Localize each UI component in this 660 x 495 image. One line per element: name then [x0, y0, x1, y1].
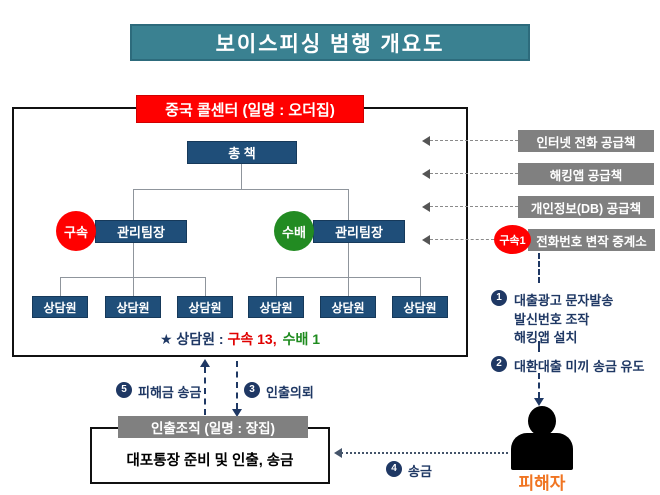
connector-line	[420, 277, 421, 296]
connector-line	[133, 189, 349, 190]
supplier-box-personal-db: 개인정보(DB) 공급책	[518, 196, 654, 218]
agent-box: 상담원	[248, 296, 304, 318]
withdrawal-org-body: 대포통장 준비 및 인출, 송금	[126, 452, 294, 469]
page-title: 보이스피싱 범행 개요도	[130, 24, 530, 61]
supplier-arrow-line	[430, 206, 518, 207]
connector-line	[133, 189, 134, 221]
victim-flow-line	[538, 253, 540, 283]
arrow-left-icon	[422, 136, 430, 146]
call-center-header: 중국 콜센터 (일명 : 오더집)	[136, 95, 364, 123]
agent-box: 상담원	[392, 296, 448, 318]
agent-box: 상담원	[105, 296, 161, 318]
agent-box: 상담원	[177, 296, 233, 318]
status-badge-arrested: 구속	[56, 211, 96, 251]
connector-line	[205, 277, 206, 296]
manager-left-box: 관리팀장	[95, 220, 187, 243]
victim-label: 피해자	[518, 473, 566, 493]
supplier-box-internet-phone: 인터넷 전화 공급책	[518, 130, 654, 152]
withdrawal-org-header: 인출조직 (일명 : 장집)	[118, 416, 308, 438]
connector-line	[348, 189, 349, 221]
step-1-line: 해킹앱 설치	[514, 330, 578, 345]
arrow-left-icon	[422, 169, 430, 179]
boss-box: 총 책	[187, 141, 297, 164]
connector-line	[348, 243, 349, 277]
supplier-arrow-line	[430, 239, 494, 240]
connector-line	[276, 277, 277, 296]
supplier-box-number-spoofing: 전화번호 변작 중계소	[528, 229, 655, 251]
remit-up-line	[204, 367, 206, 415]
connector-line	[60, 277, 61, 296]
step-3-label: 인출의뢰	[266, 385, 314, 400]
step-1-number: 1	[491, 290, 507, 306]
agent-summary-note: ★ 상담원 : 구속 13, 수배 1	[12, 328, 468, 350]
arrow-down-icon	[232, 409, 242, 417]
victim-flow-line	[538, 341, 540, 352]
arrow-left-icon	[334, 448, 342, 458]
connector-line	[133, 277, 134, 296]
step-2-label: 대환대출 미끼 송금 유도	[514, 359, 645, 374]
victim-icon	[511, 433, 573, 470]
step-3-number: 3	[244, 382, 260, 398]
note-arrested: 구속 13,	[227, 331, 277, 347]
arrow-left-icon	[422, 235, 430, 245]
step-2-number: 2	[491, 356, 507, 372]
supplier-arrow-line	[430, 140, 518, 141]
step-1-line: 발신번호 조작	[514, 312, 590, 327]
remit-from-victim-line	[341, 452, 508, 454]
supplier-arrow-line	[430, 173, 518, 174]
arrow-left-icon	[422, 202, 430, 212]
victim-icon	[528, 406, 556, 436]
agent-box: 상담원	[32, 296, 88, 318]
victim-flow-line	[538, 373, 540, 398]
manager-right-box: 관리팀장	[313, 220, 405, 243]
status-badge-arrested-1: 구속1	[494, 225, 531, 254]
note-wanted: 수배 1	[282, 331, 321, 347]
note-prefix: ★ 상담원 :	[159, 331, 228, 347]
supplier-box-hacking-app: 해킹앱 공급책	[518, 163, 654, 185]
withdraw-down-line	[236, 361, 238, 409]
agent-box: 상담원	[320, 296, 376, 318]
arrow-down-icon	[534, 398, 544, 406]
connector-line	[133, 243, 134, 277]
step-5-label: 피해금 송금	[138, 385, 202, 400]
status-badge-wanted: 수배	[274, 211, 314, 251]
connector-line	[348, 277, 349, 296]
arrow-up-icon	[200, 359, 210, 367]
connector-line	[241, 164, 242, 189]
step-5-number: 5	[116, 382, 132, 398]
step-1-line: 대출광고 문자발송	[514, 293, 614, 308]
step-4-number: 4	[386, 461, 402, 477]
step-4-label: 송금	[408, 464, 432, 479]
